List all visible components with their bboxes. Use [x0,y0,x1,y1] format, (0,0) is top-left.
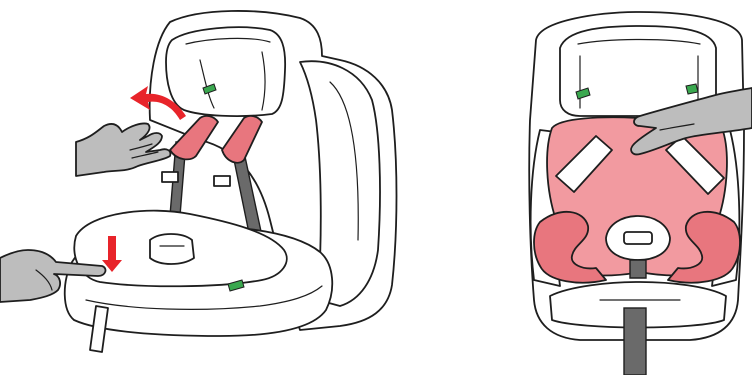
crotch-buckle [150,234,194,264]
hand-open-icon [76,123,170,176]
clip-icon-front-right [686,84,698,94]
chest-clip-right [214,176,230,186]
support-leg [624,308,646,375]
seat-side-view [0,11,397,352]
chest-clip-left [162,172,178,182]
crotch-strap-front [630,260,646,278]
buckle-button [624,232,652,244]
seat-front-view [529,12,752,375]
headrest [166,27,285,116]
